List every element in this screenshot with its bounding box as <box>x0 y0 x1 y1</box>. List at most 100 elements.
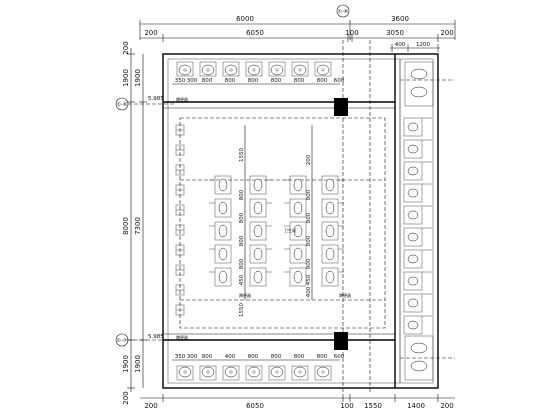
inner-dim-right-a: 800 <box>306 189 312 200</box>
top-urinal-row <box>176 61 332 77</box>
top-dim-left-edge: 200 <box>144 29 157 37</box>
squat-toilet-stall <box>321 244 344 264</box>
squat-toilet-stall <box>209 198 232 218</box>
squat-toilet-stall <box>321 221 344 241</box>
bottom-fix-dim-8: 600 <box>334 354 345 360</box>
inner-dim-right-f: 400 <box>306 286 312 297</box>
inner-dim-right-top: 200 <box>306 154 312 165</box>
squat-toilet-stall <box>249 221 272 241</box>
squat-toilet-stall <box>249 244 272 264</box>
room-label: 卫生间 <box>284 227 296 233</box>
left-dim-top-edge: 200 <box>122 41 130 54</box>
bottom-fix-dim-3: 400 <box>225 354 236 360</box>
urinal <box>291 61 309 77</box>
wall-fixture <box>175 144 185 156</box>
left-dim-top-1900: 1900 <box>122 69 130 87</box>
level-top: 5.985 <box>148 96 164 102</box>
top-fix-dim-2: 800 <box>202 78 213 84</box>
top-dim-1200: 1200 <box>416 42 430 48</box>
east-partition <box>403 315 432 335</box>
inner-dim-right-c: 800 <box>306 235 312 246</box>
stall-label-c: 蹲便器 <box>176 96 188 102</box>
structural-column-top <box>334 98 348 116</box>
urinal <box>314 365 332 381</box>
right-stall-column <box>284 175 307 287</box>
axis-label-left-top: ①-⑥ <box>117 102 128 108</box>
top-fix-dim-1: 300 <box>187 78 198 84</box>
wall-fixture <box>175 224 185 236</box>
left-dimension-chain: 8000 7300 1900 1900 1900 1900 200 200 ①-… <box>115 41 175 405</box>
stall-label-a: 蹲便器 <box>239 292 251 298</box>
left-stall-column <box>175 124 232 316</box>
wall-fixture <box>175 164 185 176</box>
bottom-fix-dim-7: 800 <box>317 354 328 360</box>
squat-toilet-stall <box>284 244 307 264</box>
bottom-dim-left-edge: 200 <box>144 402 157 410</box>
bottom-urinal-row <box>176 365 332 381</box>
level-markers: 5.985 5.985 <box>148 96 164 340</box>
urinal <box>291 365 309 381</box>
inner-dim-mid-c: 800 <box>239 235 245 246</box>
top-fix-dim-5: 800 <box>271 78 282 84</box>
wall-fixture <box>175 204 185 216</box>
bottom-fix-dim-0: 350 <box>175 354 186 360</box>
top-dim-right: 3050 <box>386 29 404 37</box>
top-fix-dim-7: 800 <box>317 78 328 84</box>
axis-bubble-top <box>336 4 350 18</box>
bottom-fix-dim-4: 800 <box>248 354 259 360</box>
east-partition <box>403 161 432 181</box>
top-dim-mid: 100 <box>345 29 358 37</box>
east-partition <box>403 117 432 137</box>
bottom-fix-dim-6: 800 <box>294 354 305 360</box>
squat-toilet-stall <box>321 198 344 218</box>
squat-toilet-stall <box>249 267 272 287</box>
inner-dim-mid-b: 800 <box>239 212 245 223</box>
top-fix-dim-0: 350 <box>175 78 186 84</box>
east-partition <box>403 205 432 225</box>
wall-fixture <box>175 284 185 296</box>
bottom-fix-dim-5: 800 <box>271 354 282 360</box>
squat-toilet-stall <box>284 198 307 218</box>
bottom-fix-dim-1: 300 <box>187 354 198 360</box>
urinal <box>245 365 263 381</box>
east-partition <box>403 227 432 247</box>
east-partition <box>403 183 432 203</box>
urinal <box>176 61 194 77</box>
bottom-dim-right-a: 1550 <box>364 402 382 410</box>
inner-dimensions: 1550 1550 800 800 800 800 450 200 800 80… <box>176 96 351 340</box>
level-bottom: 5.985 <box>148 334 164 340</box>
urinal <box>199 61 217 77</box>
urinal <box>199 365 217 381</box>
bottom-dim-right-edge: 200 <box>440 402 453 410</box>
squat-toilet-stall <box>321 175 344 195</box>
wall-fixture <box>175 124 185 136</box>
squat-toilet-stall <box>209 221 232 241</box>
squat-toilet-stall <box>284 221 307 241</box>
urinal <box>245 61 263 77</box>
urinal <box>222 61 240 77</box>
squat-toilet-stall <box>284 175 307 195</box>
top-fix-dim-6: 800 <box>294 78 305 84</box>
top-fix-dim-3: 800 <box>225 78 236 84</box>
squat-toilet-stall <box>209 244 232 264</box>
inner-zone <box>179 117 386 329</box>
top-dimension-chain: 6000 3600 200 6050 100 3050 200 400 1200… <box>139 4 456 52</box>
middle-stall-column <box>249 175 272 287</box>
inner-dim-right-b: 800 <box>306 212 312 223</box>
squat-toilet-stall <box>209 267 232 287</box>
top-dim-left: 6050 <box>246 29 264 37</box>
top-dim-right-edge: 200 <box>440 29 453 37</box>
east-annex <box>400 61 455 381</box>
stall-label-b: 蹲便器 <box>339 292 351 298</box>
axis-label-top: ①-⑥ <box>338 9 349 15</box>
east-stall-column <box>321 117 432 335</box>
top-dim-overall-left: 6000 <box>236 15 254 23</box>
left-dim-top-sub: 1900 <box>134 69 142 87</box>
squat-toilet-stall <box>284 267 307 287</box>
bottom-dim-mid: 100 <box>340 402 353 410</box>
top-fix-dim-8: 600 <box>334 78 345 84</box>
stall-label-d: 蹲便器 <box>176 334 188 340</box>
bottom-dimension-chain: 200 6050 100 1550 1400 200 <box>140 394 455 410</box>
inner-dim-left-top: 1550 <box>239 148 245 162</box>
